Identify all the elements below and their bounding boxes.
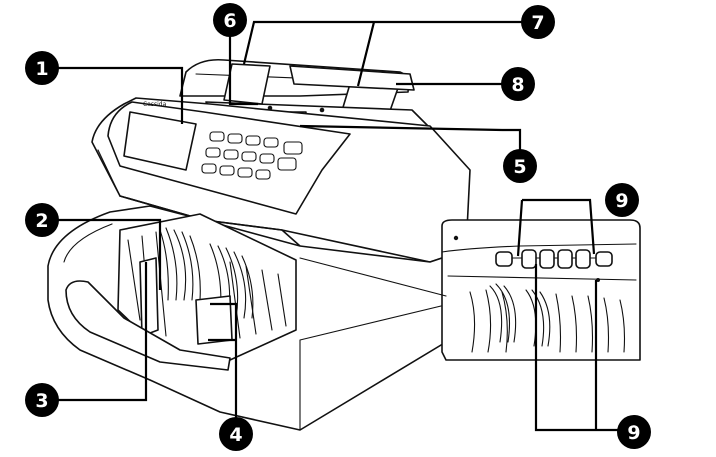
lcd-display xyxy=(123,111,197,171)
key[interactable] xyxy=(241,151,257,162)
hopper-rear-bar xyxy=(289,65,415,91)
callout-1: 1 xyxy=(25,51,59,85)
svg-text:6: 6 xyxy=(223,10,236,32)
brand-logo: Cassida xyxy=(143,101,167,108)
callout-9-top: 9 xyxy=(605,183,639,217)
feed-rollers xyxy=(495,249,613,269)
leader-lines xyxy=(42,20,634,432)
key[interactable] xyxy=(259,153,275,164)
stacker-plate-left xyxy=(139,257,159,337)
stacker-area xyxy=(65,213,297,371)
svg-text:7: 7 xyxy=(531,12,544,34)
key[interactable] xyxy=(223,149,239,160)
key[interactable] xyxy=(245,135,261,146)
svg-text:2: 2 xyxy=(35,210,48,232)
callout-6: 6 xyxy=(213,3,247,37)
svg-text:1: 1 xyxy=(35,58,48,80)
inset-detail xyxy=(299,219,641,361)
key[interactable] xyxy=(201,163,217,174)
key[interactable] xyxy=(283,141,303,155)
callout-2: 2 xyxy=(25,203,59,237)
keypad xyxy=(201,131,303,180)
key[interactable] xyxy=(255,169,271,180)
output-tray xyxy=(65,280,231,371)
svg-text:4: 4 xyxy=(229,424,242,446)
key[interactable] xyxy=(219,165,235,176)
key[interactable] xyxy=(227,133,243,144)
svg-text:9: 9 xyxy=(627,422,640,444)
callout-8: 8 xyxy=(501,67,535,101)
callout-9-bottom: 9 xyxy=(617,415,651,449)
bill-counter-machine: Cassida xyxy=(47,58,471,431)
key[interactable] xyxy=(209,131,225,142)
svg-text:3: 3 xyxy=(35,390,48,412)
callout-3: 3 xyxy=(25,383,59,417)
callout-7: 7 xyxy=(521,5,555,39)
key[interactable] xyxy=(237,167,253,178)
svg-text:8: 8 xyxy=(511,74,524,96)
svg-text:9: 9 xyxy=(615,190,628,212)
key[interactable] xyxy=(277,157,297,171)
svg-text:5: 5 xyxy=(513,156,526,178)
key[interactable] xyxy=(263,137,279,148)
inset-frame xyxy=(441,219,641,361)
key[interactable] xyxy=(205,147,221,158)
callout-5: 5 xyxy=(503,149,537,183)
callout-4: 4 xyxy=(219,417,253,451)
inset-connector xyxy=(299,257,447,297)
